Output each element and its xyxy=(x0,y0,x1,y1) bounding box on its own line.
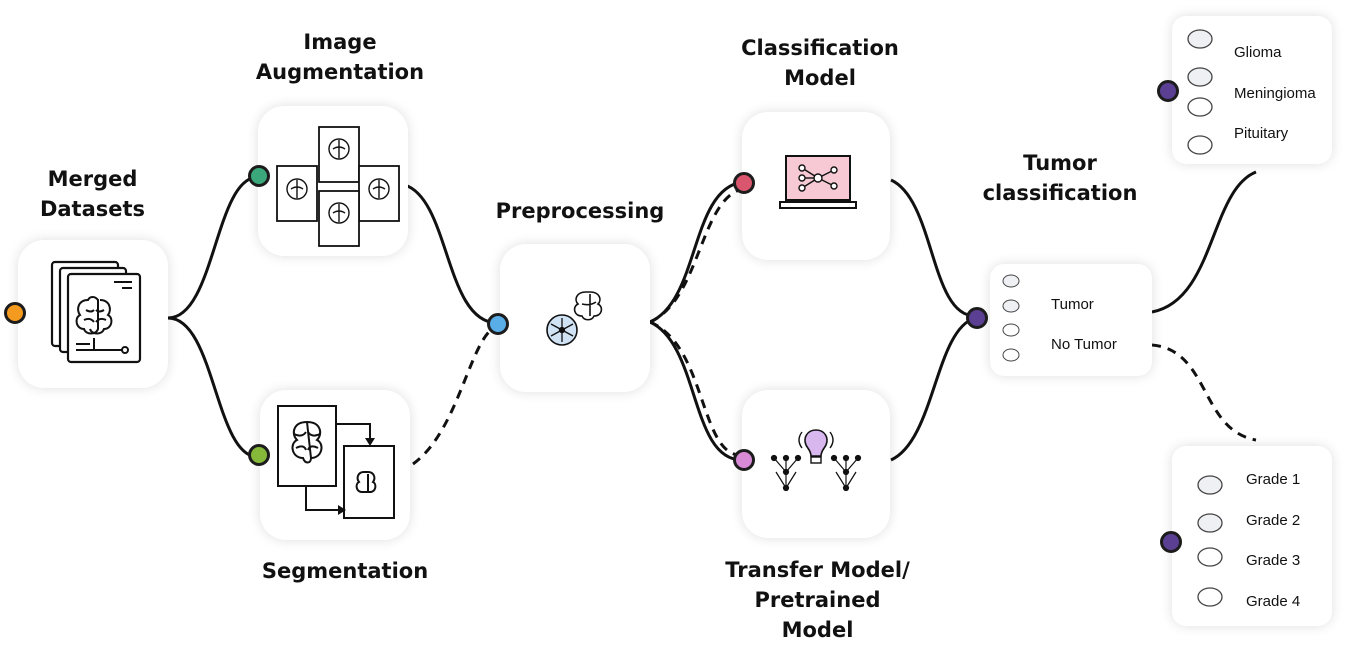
image-augmentation-card xyxy=(258,106,408,256)
tumor-result-card: Tumor No Tumor xyxy=(990,264,1152,376)
augmentation-connector-dot xyxy=(248,165,270,187)
preprocessing-label: Preprocessing xyxy=(495,199,665,223)
classification-model-card xyxy=(742,112,890,260)
glioma-brain-icon xyxy=(1187,29,1213,49)
transfer-connector-dot xyxy=(733,449,755,471)
tumor-grade-card: Grade 1 Grade 2 Grade 3 Grade 4 xyxy=(1172,446,1332,626)
segmentation-connector-dot xyxy=(248,444,270,466)
tumor-label: Tumor xyxy=(1051,296,1094,313)
segmentation-process-icon xyxy=(277,405,395,519)
segmentation-card xyxy=(260,390,410,540)
no-tumor-label: No Tumor xyxy=(1051,336,1117,353)
tumor-type-card: Glioma Meningioma Pituitary xyxy=(1172,16,1332,164)
merged-datasets-card xyxy=(18,240,168,388)
grade-2-label: Grade 2 xyxy=(1246,512,1301,529)
brain-network-icon xyxy=(546,291,603,346)
merged-datasets-label: Merged Datasets xyxy=(39,167,146,221)
image-augmentation-label: Image Augmentation xyxy=(255,30,425,84)
tumor-classification-label: Tumor classification xyxy=(982,151,1138,205)
brain-icon-3 xyxy=(1002,323,1020,337)
grade-3-label: Grade 3 xyxy=(1246,552,1301,569)
preprocessing-connector-dot xyxy=(487,313,509,335)
laptop-neural-network-icon xyxy=(779,155,857,209)
healthy-brain-icon xyxy=(1187,135,1213,155)
meningioma-label: Meningioma xyxy=(1234,85,1316,102)
transfer-model-card xyxy=(742,390,890,538)
tumor-grade-connector-dot xyxy=(1160,531,1182,553)
grade-3-brain-icon xyxy=(1197,547,1223,567)
brain-scan-stack-icon xyxy=(50,260,142,364)
segmentation-label: Segmentation xyxy=(261,559,429,583)
brain-icon-2 xyxy=(1002,299,1020,313)
transfer-model-label: Transfer Model/ Pretrained Model xyxy=(725,558,910,642)
augmented-scans-icon xyxy=(276,126,400,247)
grade-4-label: Grade 4 xyxy=(1246,593,1301,610)
tumor-type-connector-dot xyxy=(1157,80,1179,102)
classification-connector-dot xyxy=(733,172,755,194)
grade-2-brain-icon xyxy=(1197,513,1223,533)
meningioma-brain-icon xyxy=(1187,67,1213,87)
tumor-connector-dot xyxy=(966,307,988,329)
grade-4-brain-icon xyxy=(1197,587,1223,607)
merged-connector-dot xyxy=(4,302,26,324)
grade-1-label: Grade 1 xyxy=(1246,471,1301,488)
transfer-learning-icon xyxy=(770,429,862,492)
grade-1-brain-icon xyxy=(1197,475,1223,495)
brain-icon-4 xyxy=(1002,348,1020,362)
pituitary-brain-icon xyxy=(1187,97,1213,117)
preprocessing-card xyxy=(500,244,650,392)
pituitary-label: Pituitary xyxy=(1234,125,1289,142)
classification-model-label: Classification Model xyxy=(741,36,899,90)
brain-icon-1 xyxy=(1002,274,1020,288)
glioma-label: Glioma xyxy=(1234,44,1282,61)
